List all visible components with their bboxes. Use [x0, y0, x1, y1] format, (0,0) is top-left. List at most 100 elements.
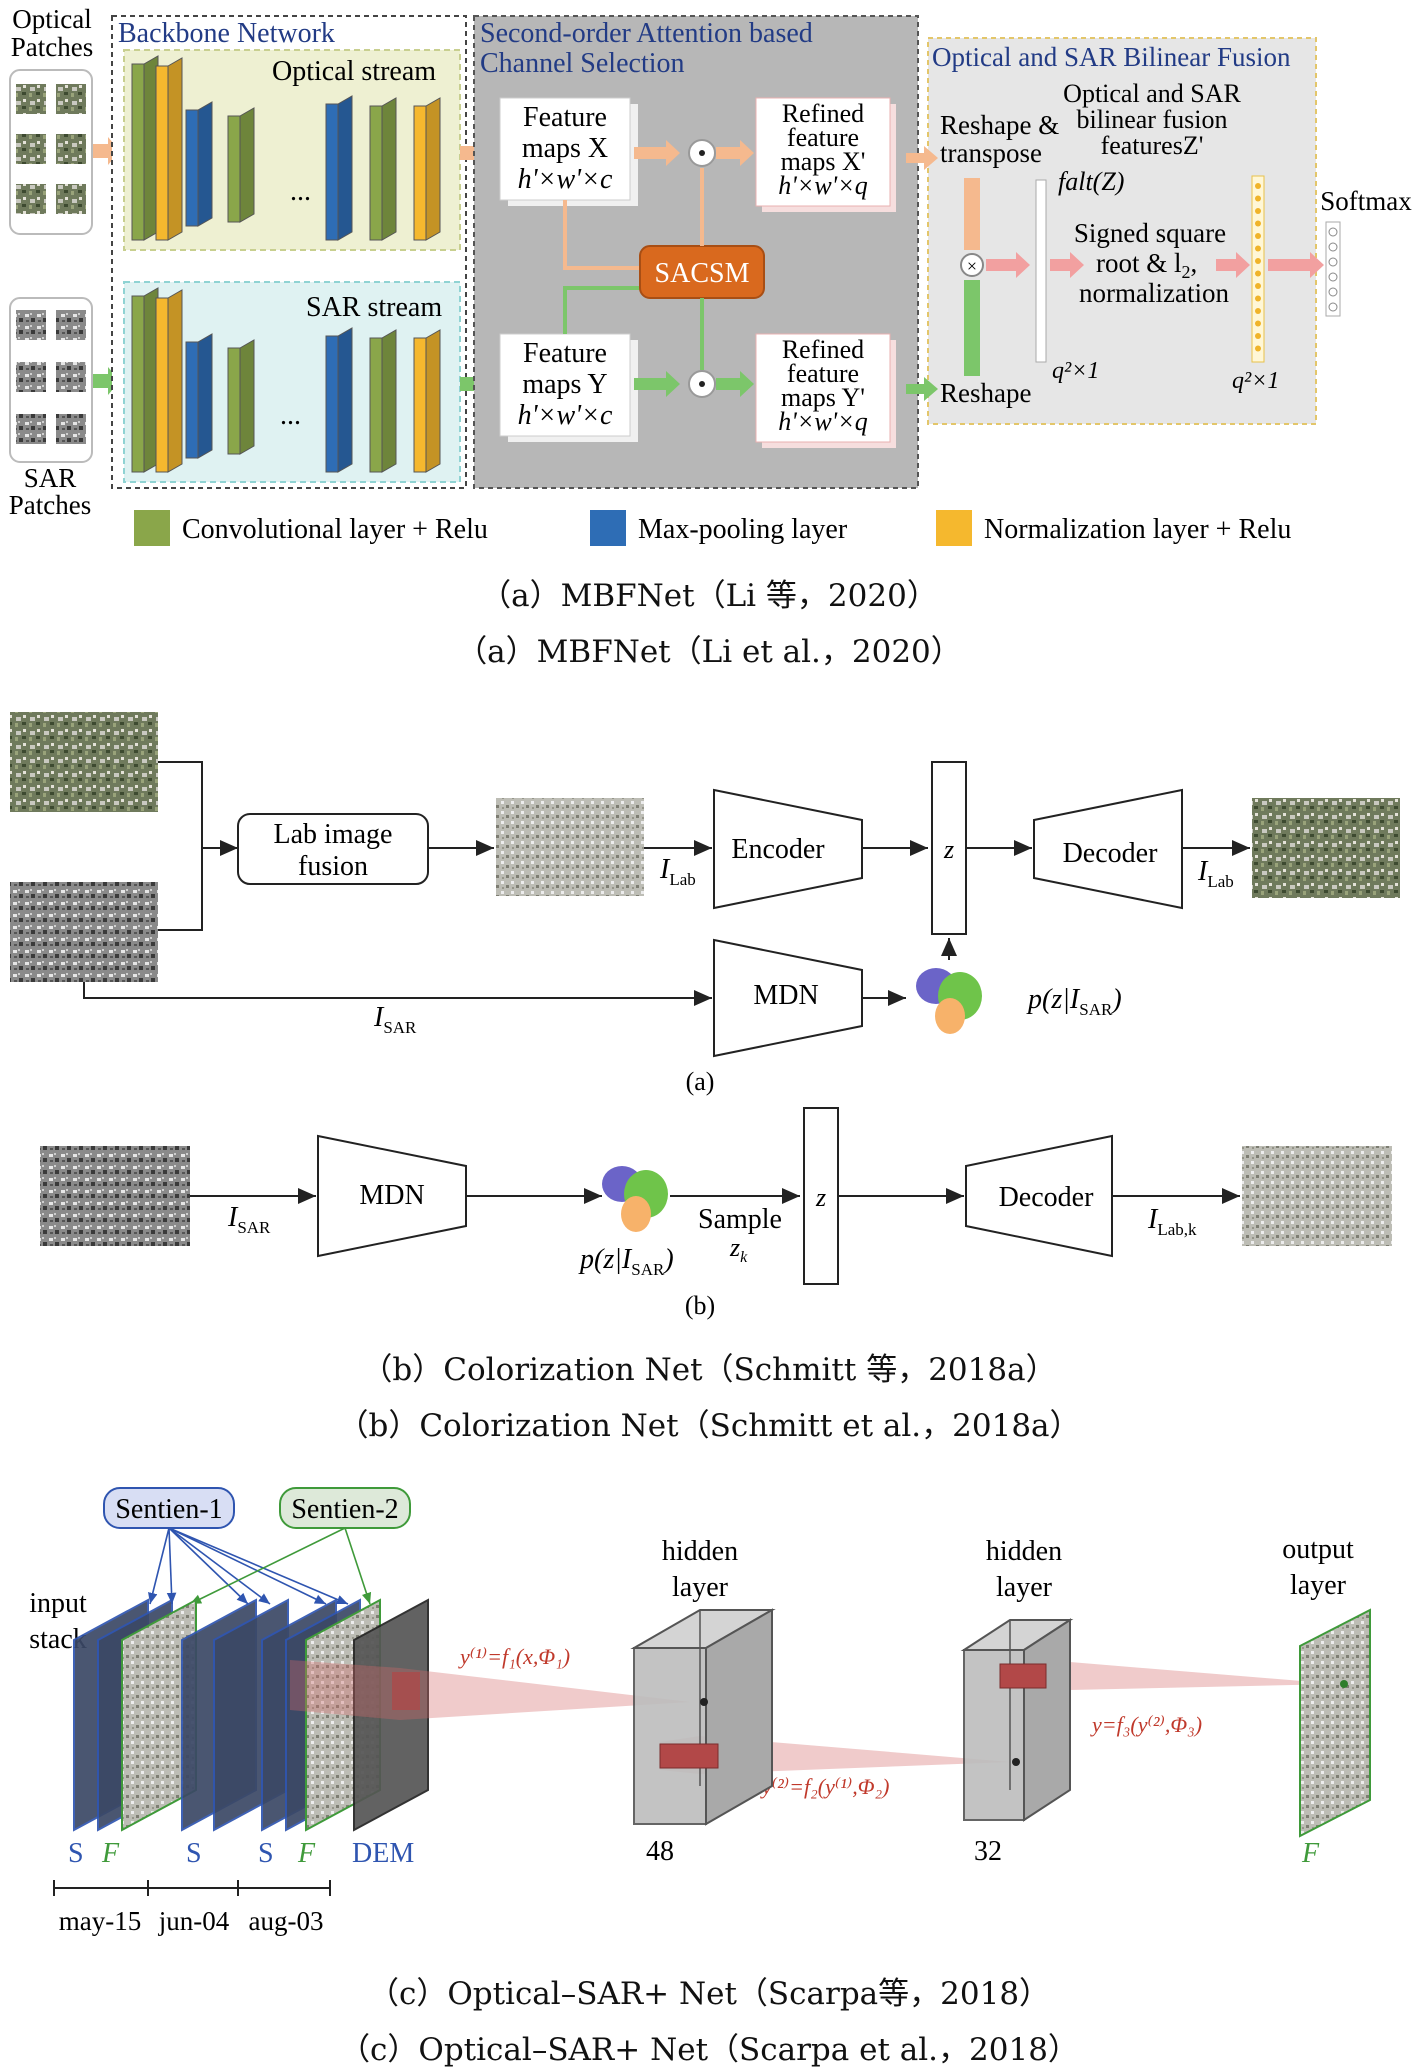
- bilinear-dot: [1255, 270, 1261, 277]
- hidden1-size: 48: [646, 1836, 674, 1867]
- refined-x-box: [755, 97, 891, 207]
- bilinear-dot: [1255, 258, 1261, 264]
- conv-layer: [369, 337, 383, 473]
- sar-patches-label-2: Patches: [9, 490, 91, 520]
- bilinear-dot: [1255, 345, 1261, 352]
- signed-1: Signed square: [1074, 218, 1226, 248]
- bilinear-dot: [1255, 183, 1261, 189]
- pool-layer-side: [337, 327, 353, 473]
- bilinear-dot: [1255, 308, 1261, 314]
- mult-to-refined-y-arrow: [716, 371, 754, 397]
- signed-2: root & l2,: [1096, 248, 1197, 282]
- fusion-title: Optical and SAR Bilinear Fusion: [932, 42, 1291, 72]
- panel-c: Sentien-1 Sentien-2 input stack y⁽¹⁾=f₁(…: [29, 1487, 1371, 1936]
- gmm-component-orange-b: [621, 1196, 651, 1232]
- sar-patch: [56, 362, 86, 392]
- p-z-label-b: p(z|ISAR): [578, 1244, 674, 1279]
- date-2: jun-04: [158, 1906, 230, 1936]
- sar-stream-layers: [131, 287, 441, 473]
- attention-title-1: Second-order Attention based: [480, 18, 813, 49]
- optical-patch: [16, 84, 46, 114]
- feature-y-line1: Feature: [523, 338, 607, 369]
- refined-y-to-fusion-arrow: [906, 377, 938, 401]
- hidden1-label-1: hidden: [662, 1536, 738, 1567]
- latent-z-box-b: [803, 1107, 839, 1285]
- attention-title-2: Channel Selection: [480, 48, 685, 79]
- i-lab-label-2: ILab: [1197, 856, 1234, 891]
- fusion-frame: [927, 37, 1317, 425]
- pool-layer: [185, 109, 199, 227]
- conv-layer-side: [381, 97, 397, 241]
- flatten-to-sqrt-arrow: [1050, 252, 1084, 278]
- optical-stream-layers: [131, 55, 441, 241]
- p-z-label-a: p(z|ISAR): [1026, 984, 1122, 1019]
- optical-stream-label: Optical stream: [272, 56, 436, 87]
- optical-patch: [16, 184, 46, 214]
- bilinear-dot: [1255, 320, 1261, 327]
- feature-x-line2: maps X: [522, 133, 608, 164]
- latent-z-label-b: z: [815, 1183, 826, 1212]
- gmm-component-orange: [935, 998, 965, 1034]
- hidden1-side: [705, 1608, 773, 1826]
- sar-to-mdn-arrow: [83, 982, 712, 1006]
- input-stack-layers: [73, 1598, 429, 1832]
- conv-layer: [131, 63, 145, 241]
- sentinel1-link: [148, 1527, 170, 1605]
- softmax-node: [1328, 257, 1338, 267]
- optical-patches-label-2: Patches: [11, 32, 93, 62]
- norm-layer: [155, 297, 169, 473]
- backbone-title: Backbone Network: [118, 18, 335, 49]
- sar-patch: [16, 414, 46, 444]
- mult-to-refined-x-arrow: [716, 140, 754, 166]
- reshape-bar: [964, 280, 980, 376]
- legend-norm-swatch: [936, 510, 972, 546]
- sentinel1-link: [166, 1527, 177, 1605]
- reshape-transpose-1: Reshape &: [940, 110, 1059, 140]
- conv-layer-side: [239, 107, 255, 223]
- x-to-mult-arrow: [634, 140, 680, 166]
- bilinear-dot: [1255, 208, 1261, 214]
- bilinear-2: bilinear fusion: [1077, 105, 1228, 134]
- equation-3: y=f₃(y⁽²⁾,Φ₃): [1090, 1712, 1202, 1737]
- i-sar-label-2: ISAR: [227, 1202, 271, 1237]
- pool-layer-side: [337, 95, 353, 241]
- mdn-trapezoid-a: [713, 938, 863, 1058]
- y-to-sacsm-line: [563, 286, 640, 334]
- multiply-y-dot: [699, 381, 705, 387]
- encoder-trapezoid: [713, 788, 863, 910]
- sentinel1-label: Sentien-1: [115, 1494, 222, 1525]
- latent-z-label: z: [943, 835, 954, 864]
- i-lab-k-label: ILab,k: [1147, 1204, 1197, 1239]
- sample-label: Sample: [698, 1204, 782, 1235]
- transpose-bar: [964, 178, 980, 250]
- caption-c-en: （c）Optical–SAR+ Net（Scarpa et al.，2018）: [339, 2032, 1079, 2068]
- sentinel1-link: [168, 1527, 271, 1605]
- outer-product-symbol: ×: [967, 256, 977, 276]
- optical-patches-label: Optical: [12, 4, 91, 34]
- refined-x-line2: feature: [787, 123, 859, 152]
- lab-fusion-line1: Lab image: [274, 819, 393, 850]
- input-patch-highlight: [392, 1672, 420, 1710]
- sentinel-connection-lines: [148, 1527, 372, 1605]
- caption-c-cn: （c）Optical–SAR+ Net（Scarpa等，2018）: [367, 1976, 1051, 2012]
- bilinear-vector-dots: [1255, 183, 1261, 352]
- pool-layer-side: [197, 101, 213, 227]
- date-3: aug-03: [249, 1906, 324, 1936]
- sacsm-label: SACSM: [655, 258, 750, 289]
- output-f-label: F: [1301, 1838, 1320, 1869]
- sar-patch: [56, 310, 86, 340]
- sar-patch: [16, 310, 46, 340]
- fused-lab-image: [496, 798, 644, 896]
- sentinel1-link: [168, 1527, 327, 1605]
- norm-layer: [413, 105, 427, 241]
- flatten-vector: [1035, 179, 1047, 363]
- optical-patch: [16, 134, 46, 164]
- input-plane: [353, 1598, 429, 1832]
- optical-ellipsis: ...: [290, 176, 311, 207]
- caption-a-en: （a）MBFNet（Li et al.，2020）: [456, 634, 962, 670]
- bilinear-dot: [1255, 295, 1261, 302]
- bilinear-to-softmax-arrow: [1268, 252, 1324, 278]
- refined-x-to-fusion-arrow: [906, 146, 938, 170]
- sar-input-image: [10, 882, 158, 982]
- output-label-2: layer: [1290, 1570, 1347, 1601]
